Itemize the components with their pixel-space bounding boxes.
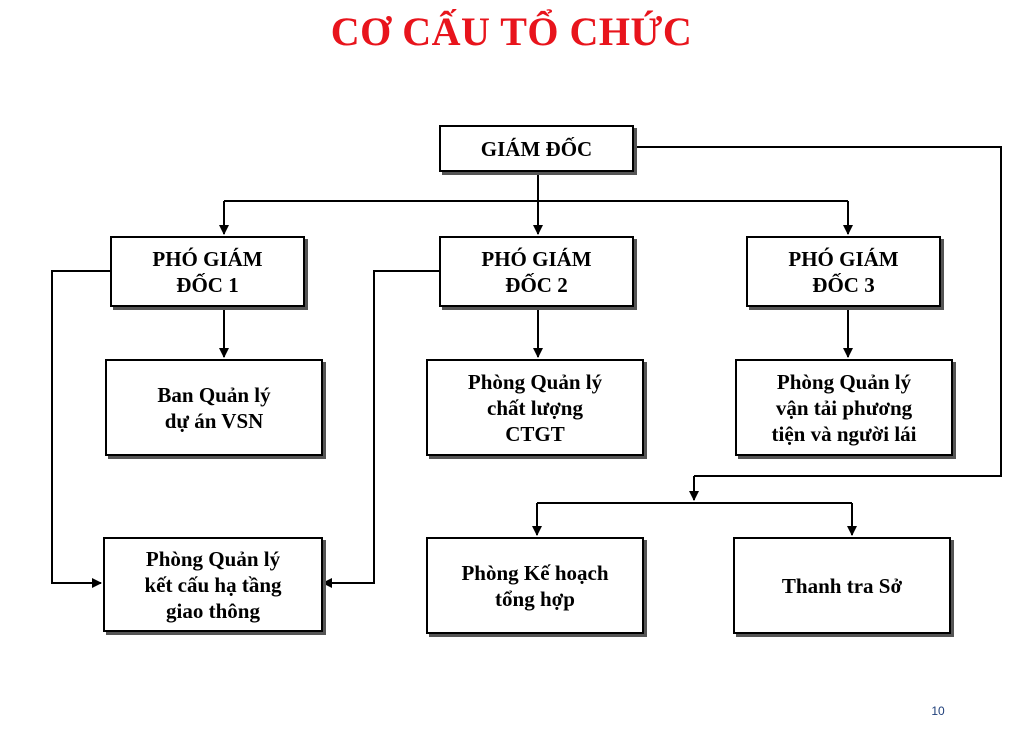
arrow-pgd1-to-p-kc <box>51 270 110 588</box>
node-phong-ke-hoach: Phòng Kế hoạch tổng hợp <box>426 537 644 634</box>
node-phong-chat-luong: Phòng Quản lý chất lượng CTGT <box>426 359 644 456</box>
page-title: CƠ CẤU TỔ CHỨC <box>330 9 693 54</box>
connector-director-right <box>634 146 1002 477</box>
node-thanh-tra-so: Thanh tra Sở <box>733 537 951 634</box>
node-giam-doc: GIÁM ĐỐC <box>439 125 634 172</box>
node-ban-quan-ly-vsn: Ban Quản lý dự án VSN <box>105 359 323 456</box>
node-pho-giam-doc-2: PHÓ GIÁM ĐỐC 2 <box>439 236 634 307</box>
node-phong-ket-cau: Phòng Quản lý kết cấu hạ tầng giao thông <box>103 537 323 632</box>
node-pho-giam-doc-3: PHÓ GIÁM ĐỐC 3 <box>746 236 941 307</box>
node-pho-giam-doc-1: PHÓ GIÁM ĐỐC 1 <box>110 236 305 307</box>
page-number: 10 <box>931 704 945 718</box>
arrow-pgd2-to-p-kc <box>322 270 439 588</box>
node-phong-van-tai: Phòng Quản lý vận tải phương tiện và ngư… <box>735 359 953 456</box>
